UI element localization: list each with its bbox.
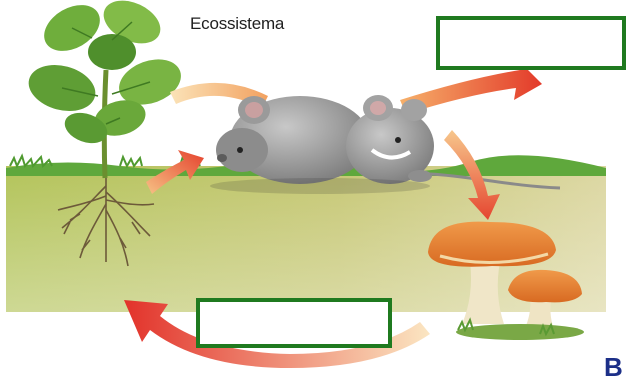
diagram-title: Ecossistema bbox=[190, 14, 284, 34]
answer-box-bottom bbox=[196, 298, 392, 348]
answer-box-top bbox=[436, 16, 626, 70]
panel-label: B bbox=[604, 352, 623, 381]
